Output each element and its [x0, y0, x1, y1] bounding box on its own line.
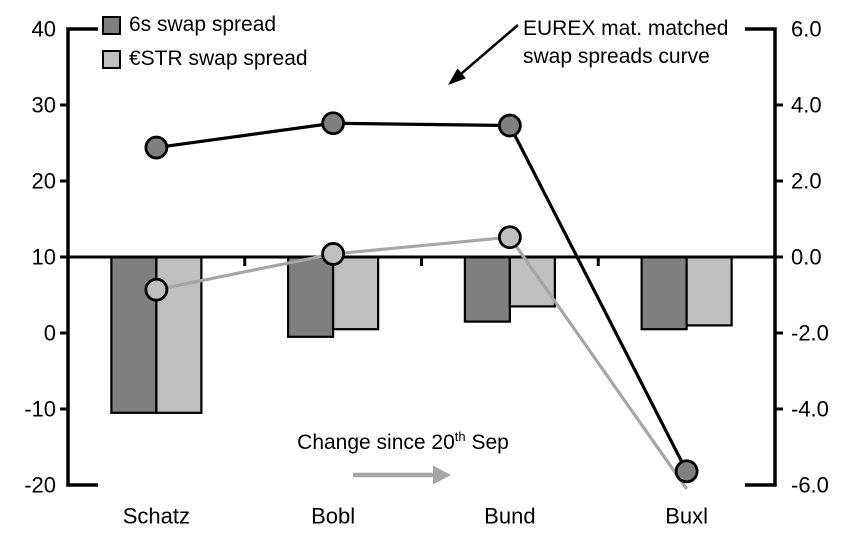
change-annotation: Change since 20th Sep — [260, 429, 546, 455]
right-axis-tick-label: 4.0 — [791, 93, 822, 118]
line-str-swap-spread-curve — [156, 235, 688, 490]
bar-6s-swap-spread-buxl — [640, 255, 688, 331]
legend-swatch-6s — [102, 15, 121, 35]
marker-6s-swap-spread-curve-schatz — [144, 135, 169, 160]
right-axis-tick-label: 6.0 — [791, 17, 822, 42]
left-axis-tick-label: 40 — [32, 17, 56, 42]
category-label-schatz: Schatz — [123, 504, 190, 529]
legend-swatch-estr — [102, 49, 121, 69]
marker-6s-swap-spread-curve-buxl — [674, 459, 699, 484]
change-arrow-head — [433, 465, 451, 485]
curve-annotation-arrow-head — [448, 68, 466, 85]
left-axis-tick-label: 30 — [32, 93, 56, 118]
category-label-bund: Bund — [484, 504, 535, 529]
line-6s-swap-spread-curve — [156, 121, 689, 473]
change-annotation-text: Change since 20 — [297, 431, 455, 454]
category-label-buxl: Buxl — [665, 504, 708, 529]
legend-label-estr: €STR swap spread — [129, 47, 308, 70]
left-axis-tick-label: 10 — [32, 245, 56, 270]
right-axis-tick-label: -6.0 — [791, 473, 829, 498]
left-axis-line — [66, 27, 98, 487]
legend-item-estr: €STR swap spread — [102, 48, 308, 70]
marker-str-swap-spread-curve-bobl — [321, 242, 346, 266]
curve-annotation-line1: EUREX mat. matched — [523, 17, 729, 40]
bar-6s-swap-spread-bund — [463, 255, 511, 323]
bar-str-swap-spread-bund — [508, 255, 556, 308]
bar-str-swap-spread-bobl — [332, 255, 380, 331]
legend: 6s swap spread €STR swap spread — [102, 14, 308, 70]
right-axis-tick-label: 2.0 — [791, 169, 822, 194]
legend-label-6s: 6s swap spread — [129, 13, 277, 36]
change-annotation-sup: th — [454, 429, 466, 444]
left-axis-tick-label: 20 — [32, 169, 56, 194]
curve-annotation-arrow-shaft — [460, 24, 519, 75]
right-axis-tick-label: 0.0 — [791, 245, 822, 270]
category-label-bobl: Bobl — [311, 504, 355, 529]
left-axis-tick-label: -20 — [24, 473, 56, 498]
bar-str-swap-spread-buxl — [685, 255, 733, 327]
legend-item-6s: 6s swap spread — [102, 14, 308, 36]
marker-str-swap-spread-curve-schatz — [144, 277, 169, 302]
change-annotation-suffix: Sep — [465, 431, 509, 454]
right-axis-tick-label: -4.0 — [791, 397, 829, 422]
curve-annotation: EUREX mat. matched swap spreads curve — [523, 15, 728, 71]
bar-6s-swap-spread-bobl — [287, 255, 335, 338]
right-axis-tick-label: -2.0 — [791, 321, 829, 346]
marker-str-swap-spread-curve-bund — [497, 225, 522, 250]
curve-annotation-line2: swap spreads curve — [523, 45, 710, 68]
left-axis-tick-label: -10 — [24, 397, 56, 422]
left-axis-tick-label: 0 — [44, 321, 56, 346]
marker-6s-swap-spread-curve-bobl — [321, 111, 346, 136]
marker-6s-swap-spread-curve-bund — [497, 113, 522, 138]
right-axis-line — [745, 27, 777, 487]
